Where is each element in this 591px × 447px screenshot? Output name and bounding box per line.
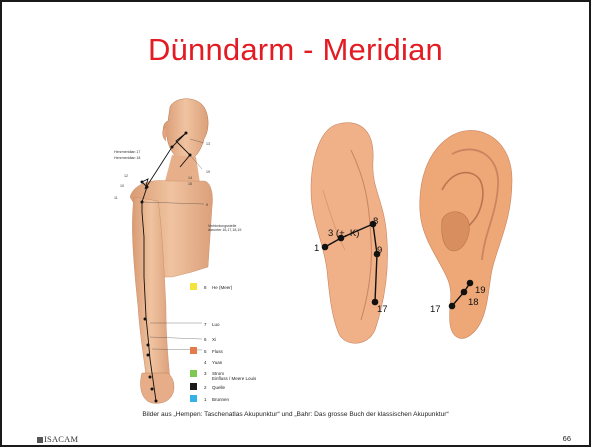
legend-text-6: Xi: [212, 337, 216, 342]
legend-swatch-green: [190, 370, 197, 377]
ear-front-svg: 19 18 17: [412, 120, 522, 350]
point-label-15: 15: [188, 182, 192, 186]
ear-back-label-9: 9: [377, 245, 382, 256]
point-label-12: 12: [124, 174, 128, 178]
legend-text-8: He (Meer): [212, 285, 233, 290]
logo-text: ISACAM: [44, 434, 78, 444]
legend-text-4: Yuan: [212, 360, 223, 365]
legend-num-5: 5: [204, 349, 207, 354]
head-label-1: Herzmeridian 17: [114, 150, 140, 154]
slide-title: Dünndarm - Meridian: [2, 32, 589, 68]
head-ear-shape: [163, 127, 166, 141]
legend-text-1: Brunnen: [212, 397, 230, 402]
legend-num-6: 6: [204, 337, 207, 342]
legend-swatch-orange: [190, 347, 197, 354]
legend-num-3: 3: [204, 371, 207, 376]
neck-note-line2: darunter 16,17,18,19: [208, 228, 241, 232]
point-label-19: 19: [206, 170, 210, 174]
page-number: 66: [563, 434, 571, 443]
body-meridian-figure: Herzmeridian 17 Herzmeridian 18 13 19 12…: [112, 97, 282, 407]
legend-num-7: 7: [204, 322, 207, 327]
legend-text-5: Fluss: [212, 349, 224, 354]
legend-swatch-yellow: [190, 283, 197, 290]
legend-num-1: 1: [204, 397, 207, 402]
legend-num-2: 2: [204, 385, 207, 390]
legend: 8 He (Meer) 7 Luo 6 Xi 5 Fluss 4 Yuan 3 …: [190, 283, 257, 402]
legend-text-3b: Einfluss / Meere Louis: [212, 376, 257, 381]
head-shape: [163, 99, 208, 161]
legend-swatch-blue: [190, 395, 197, 402]
neck-shape: [164, 155, 200, 185]
legend-text-2: Quelle: [212, 385, 226, 390]
ear-back-label-1: 1: [314, 243, 319, 254]
legend-num-4: 4: [204, 360, 207, 365]
hand-shape: [140, 373, 174, 403]
body-meridian-svg: Herzmeridian 17 Herzmeridian 18 13 19 12…: [112, 97, 282, 407]
ear-back-label-17: 17: [377, 304, 388, 315]
legend-swatch-black: [190, 383, 197, 390]
point-label-9: 9: [206, 203, 208, 207]
legend-num-8: 8: [204, 285, 207, 290]
ear-back-figure: 3 (+, K) 8 1 9 17: [305, 120, 410, 350]
ear-back-label-3: 3 (+, K): [328, 228, 359, 239]
logo-square-icon: [37, 437, 43, 443]
isacam-logo: ISACAM: [37, 434, 78, 444]
ear-back-label-8: 8: [373, 216, 378, 227]
image-source-caption: Bilder aus „Hempen: Taschenatlas Akupunk…: [2, 411, 589, 418]
ear-front-figure: 19 18 17: [412, 120, 522, 350]
point-label-11: 11: [114, 196, 118, 200]
head-label-2: Herzmeridian 18: [114, 156, 140, 160]
ear-front-label-17: 17: [430, 304, 441, 315]
legend-text-7: Luo: [212, 322, 220, 327]
point-label-14: 14: [188, 176, 192, 180]
ear-back-svg: 3 (+, K) 8 1 9 17: [305, 120, 410, 350]
point-label-10: 10: [120, 184, 124, 188]
ear-front-label-18: 18: [468, 297, 479, 308]
point-label-13: 13: [206, 142, 210, 146]
ear-front-label-19: 19: [475, 285, 486, 296]
